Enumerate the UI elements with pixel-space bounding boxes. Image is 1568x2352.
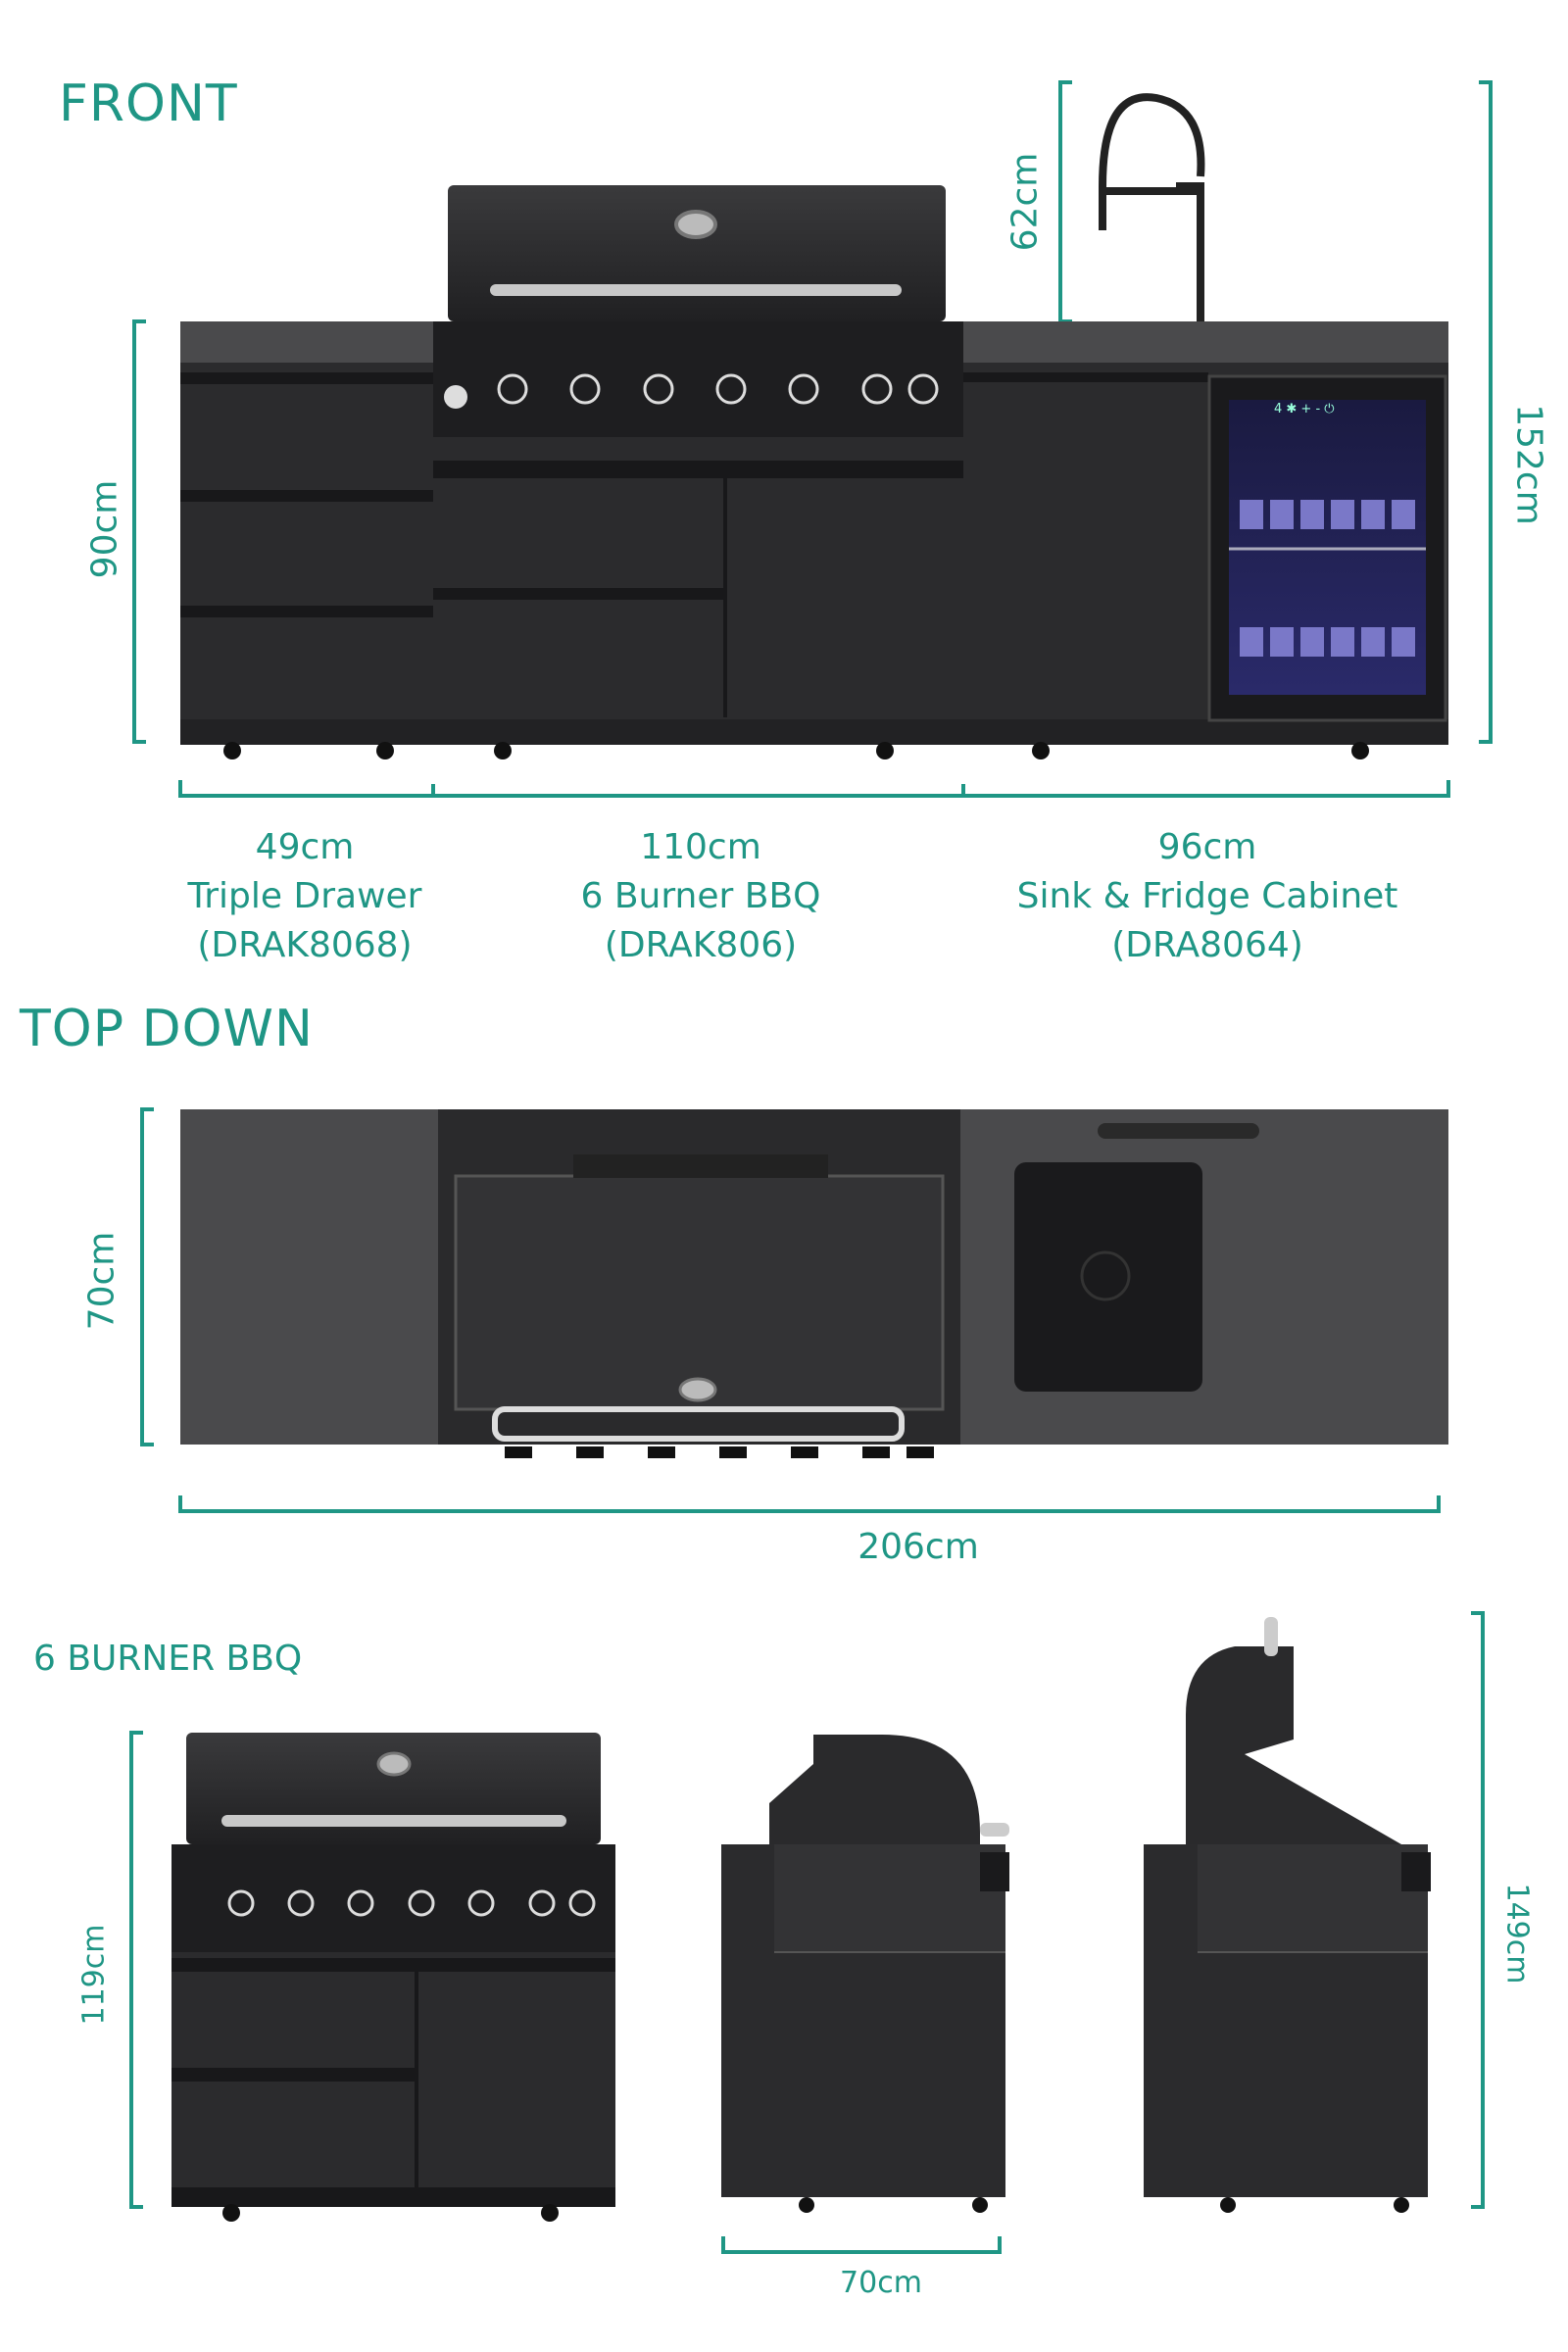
front-title: FRONT: [59, 74, 238, 133]
top-down-view: [180, 1109, 1448, 1458]
dimension-lines: [129, 80, 1493, 2254]
bbq-open-height-label: 149cm: [1499, 1883, 1535, 1984]
module-width: 110cm: [640, 827, 761, 867]
front-height-label: 90cm: [84, 479, 125, 579]
module-name: Sink & Fridge Cabinet: [1016, 876, 1398, 916]
module-name: 6 Burner BBQ: [580, 876, 821, 916]
total-height-label: 152cm: [1508, 404, 1549, 525]
front-view: [180, 93, 1448, 760]
depth-label: 70cm: [81, 1231, 122, 1331]
top-down-title: TOP DOWN: [20, 1000, 314, 1058]
module-code: (DRA8064): [1111, 925, 1303, 965]
module-label-sink-fridge: 96cm Sink & Fridge Cabinet (DRA8064): [1017, 823, 1398, 970]
bbq-depth-label: 70cm: [840, 2266, 922, 2300]
bbq-side-view-open: [1144, 1617, 1431, 2213]
bbq-side-view-closed: [721, 1735, 1009, 2213]
total-width-label: 206cm: [858, 1527, 979, 1567]
module-name: Triple Drawer: [187, 876, 422, 916]
tap-height-label: 62cm: [1004, 152, 1046, 252]
module-code: (DRAK806): [604, 925, 798, 965]
module-label-drawer: 49cm Triple Drawer (DRAK8068): [188, 823, 422, 970]
module-width: 49cm: [255, 827, 355, 867]
module-code: (DRAK8068): [197, 925, 413, 965]
fridge-display: 4 ✱ + - ⏻: [1274, 402, 1335, 416]
module-width: 96cm: [1157, 827, 1257, 867]
bbq-height-label: 119cm: [76, 1924, 112, 2026]
module-label-bbq: 110cm 6 Burner BBQ (DRAK806): [581, 823, 821, 970]
bbq-title: 6 BURNER BBQ: [33, 1639, 303, 1679]
bbq-front-view: [172, 1733, 615, 2222]
